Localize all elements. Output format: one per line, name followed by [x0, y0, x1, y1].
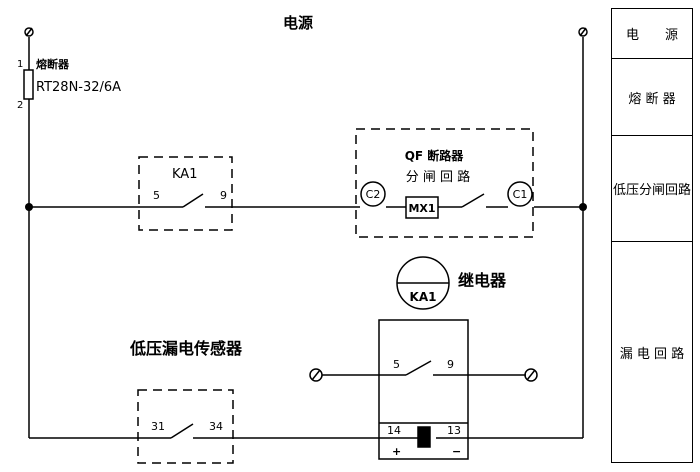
legend-row-leakage-circuit: 漏 电 回 路 — [612, 242, 692, 462]
ka1-pin-left: 5 — [153, 189, 160, 202]
sensor-pin-left: 31 — [151, 420, 165, 433]
junction-dot — [579, 203, 587, 211]
legend-label: 低压分闸回路 — [612, 183, 691, 198]
ka1-contact-blade — [182, 193, 204, 208]
relay-pin-14: 14 — [387, 424, 401, 437]
relay-minus: − — [452, 445, 461, 458]
junction-dot — [25, 203, 33, 211]
sensor-box — [137, 389, 234, 464]
fuse-symbol — [23, 69, 34, 100]
ka1-contact-box — [138, 156, 233, 231]
breaker-contact-blade — [461, 193, 485, 208]
c1-label: C1 — [513, 188, 528, 201]
relay-coil — [417, 426, 431, 448]
fuse-name: 熔断器 — [36, 57, 70, 71]
legend-table: 电 源 熔 断 器 低压分闸回路 漏 电 回 路 — [611, 8, 693, 463]
sensor-pin-right: 34 — [209, 420, 223, 433]
top-right-terminal — [578, 27, 588, 37]
relay-pin-5: 5 — [393, 358, 400, 371]
sensor-name: 低压漏电传感器 — [129, 339, 243, 358]
fuse-pin-bottom: 2 — [17, 100, 23, 111]
mx1-coil — [405, 196, 439, 219]
c1-terminal — [507, 181, 533, 207]
breaker-title: QF 断路器 — [405, 148, 465, 163]
legend-row-trip-circuit: 低压分闸回路 — [612, 136, 692, 242]
relay-pin-13: 13 — [447, 424, 461, 437]
fuse-model: RT28N-32/6A — [36, 80, 121, 95]
legend-row-fuse: 熔 断 器 — [612, 59, 692, 136]
legend-label: 漏 电 回 路 — [619, 346, 685, 362]
breaker-subtitle: 分 闸 回 路 — [406, 169, 470, 185]
top-left-terminal — [24, 27, 34, 37]
diagram-title: 电源 — [283, 14, 313, 32]
relay-left-terminal — [309, 368, 323, 382]
relay-pin-9: 9 — [447, 358, 454, 371]
legend-row-power: 电 源 — [612, 9, 692, 59]
ka1-contact-label: KA1 — [172, 167, 197, 182]
relay-plus: + — [392, 445, 401, 458]
legend-label: 电 源 — [625, 28, 678, 43]
c2-label: C2 — [366, 188, 381, 201]
relay-name: 继电器 — [458, 271, 507, 290]
ka1-pin-right: 9 — [220, 189, 227, 202]
relay-right-terminal — [524, 368, 538, 382]
sensor-contact-blade — [170, 423, 194, 439]
legend-label: 熔 断 器 — [628, 91, 676, 107]
breaker-box — [355, 128, 534, 238]
relay-box — [378, 319, 469, 460]
fuse-pin-top: 1 — [17, 59, 23, 70]
circuit-diagram: 电源 1 2 熔断器 RT28N-32/6A KA1 5 9 QF 断路器 分 … — [17, 14, 588, 464]
c2-terminal — [360, 181, 386, 207]
mx1-label: MX1 — [408, 202, 435, 215]
relay-coil-label: KA1 — [410, 290, 437, 304]
